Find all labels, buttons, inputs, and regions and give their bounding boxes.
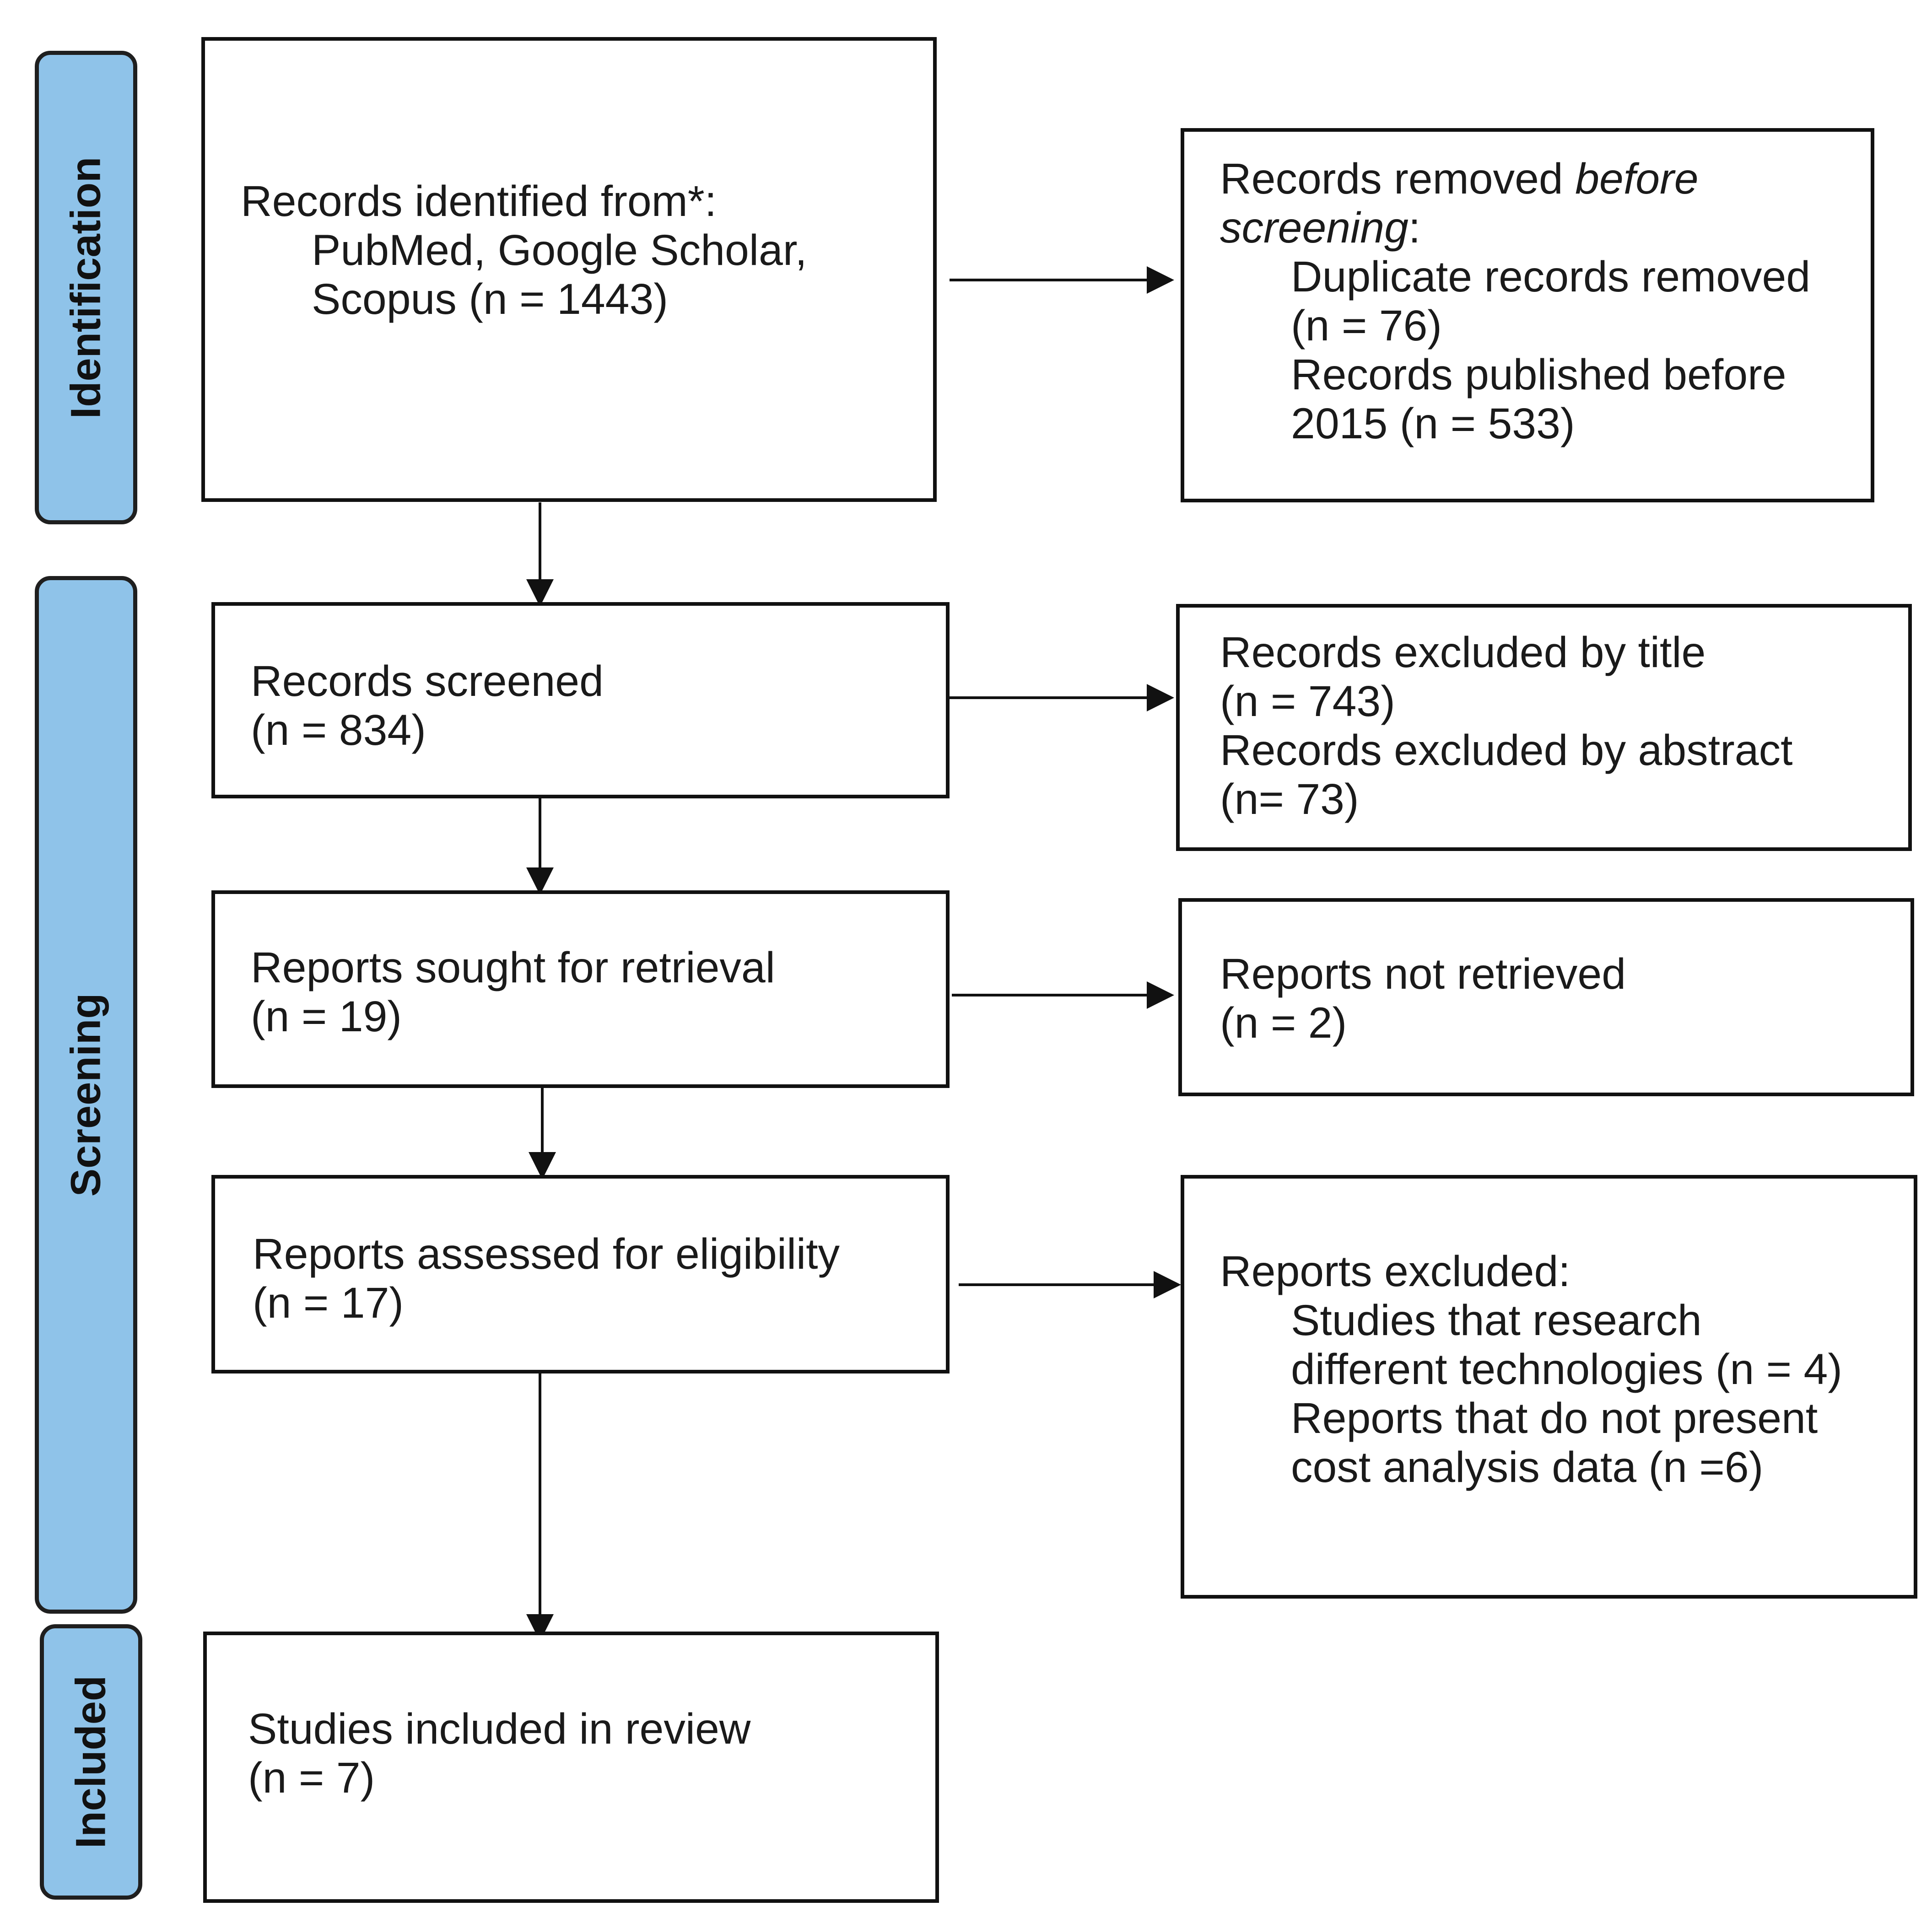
- identified-line1: PubMed, Google Scholar,: [312, 226, 807, 275]
- reports-excluded-line2: different technologies (n = 4): [1291, 1345, 1842, 1394]
- box-records-identified: Records identified from*: PubMed, Google…: [201, 37, 937, 502]
- included-line2: (n = 7): [248, 1754, 375, 1802]
- identified-line2: Scopus (n = 1443): [312, 275, 668, 323]
- removed-heading-colon: :: [1408, 204, 1421, 252]
- removed-pub-line1: Records published before: [1291, 350, 1786, 399]
- phase-identification: Identification: [35, 51, 137, 524]
- reports-excluded-heading: Reports excluded:: [1220, 1247, 1570, 1296]
- removed-heading-plain: Records removed: [1220, 155, 1576, 203]
- removed-heading-row2: screening:: [1220, 204, 1810, 253]
- assessed-line2: (n = 17): [253, 1279, 404, 1327]
- reports-excluded-line4: cost analysis data (n =6): [1291, 1443, 1764, 1492]
- removed-pub-line2: 2015 (n = 533): [1291, 399, 1575, 448]
- phase-screening: Screening: [35, 576, 137, 1614]
- not-retrieved-line1: Reports not retrieved: [1220, 950, 1626, 998]
- removed-heading-italic: before: [1575, 155, 1699, 203]
- sought-line2: (n = 19): [251, 992, 402, 1041]
- box-reports-assessed: Reports assessed for eligibility (n = 17…: [211, 1175, 950, 1373]
- excluded-line3: Records excluded by abstract: [1220, 726, 1793, 775]
- box-reports-not-retrieved: Reports not retrieved (n = 2): [1178, 898, 1914, 1096]
- removed-dup-line1: Duplicate records removed: [1291, 253, 1811, 301]
- screened-line1: Records screened: [251, 657, 604, 706]
- box-records-excluded: Records excluded by title (n = 743) Reco…: [1176, 604, 1912, 851]
- excluded-line2: (n = 743): [1220, 677, 1395, 726]
- reports-excluded-line1: Studies that research: [1291, 1296, 1702, 1345]
- phase-included: Included: [40, 1624, 142, 1900]
- removed-heading-italic2: screening: [1220, 204, 1409, 252]
- excluded-line1: Records excluded by title: [1220, 628, 1706, 677]
- assessed-line1: Reports assessed for eligibility: [253, 1230, 840, 1278]
- included-line1: Studies included in review: [248, 1705, 751, 1753]
- sought-line1: Reports sought for retrieval: [251, 943, 775, 992]
- screened-line2: (n = 834): [251, 706, 426, 754]
- identified-heading: Records identified from*:: [241, 177, 717, 226]
- excluded-line4: (n= 73): [1220, 775, 1359, 824]
- removed-heading-row: Records removed before: [1220, 155, 1810, 204]
- box-records-removed: Records removed before screening: Duplic…: [1181, 128, 1874, 502]
- box-records-screened: Records screened (n = 834): [211, 602, 950, 798]
- box-studies-included: Studies included in review (n = 7): [203, 1632, 939, 1903]
- box-reports-excluded: Reports excluded: Studies that research …: [1181, 1175, 1917, 1599]
- reports-excluded-line3: Reports that do not present: [1291, 1394, 1818, 1443]
- not-retrieved-line2: (n = 2): [1220, 999, 1347, 1047]
- removed-dup-line2: (n = 76): [1291, 302, 1442, 350]
- box-reports-sought: Reports sought for retrieval (n = 19): [211, 890, 950, 1088]
